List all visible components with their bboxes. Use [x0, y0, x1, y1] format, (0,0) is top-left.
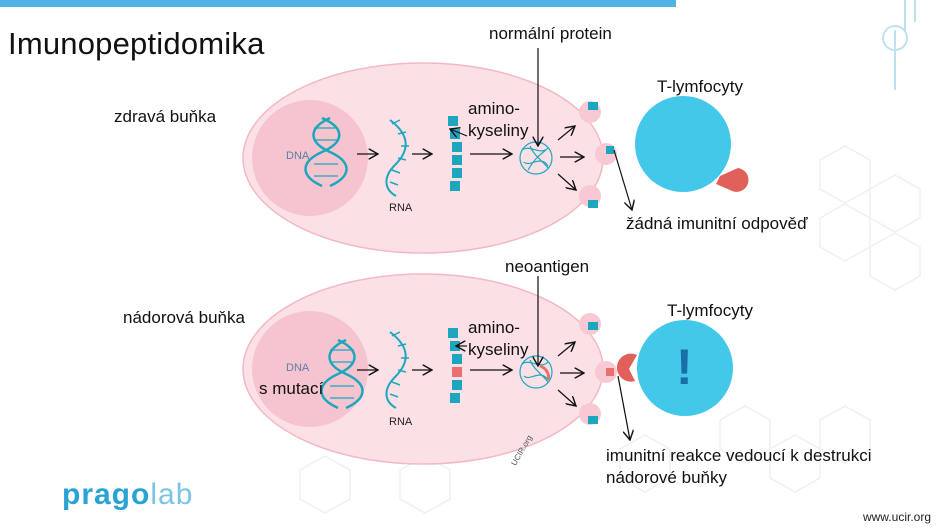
tumor-arrows [357, 276, 630, 440]
corner-logo-mark [882, 0, 916, 90]
healthy-arrows [357, 48, 632, 210]
page-title: Imunopeptidomika [8, 26, 265, 61]
tumor-t-cell [616, 320, 733, 416]
healthy-dna-label: DNA [286, 150, 310, 162]
immune-reaction-label-1: imunitní reakce vedoucí k destrukci [606, 446, 872, 465]
tumor-t-cell-label: T-lymfocyty [667, 301, 753, 320]
tumor-rna-label: RNA [389, 416, 413, 428]
healthy-rna-label: RNA [389, 202, 413, 214]
healthy-rna-strand [385, 119, 409, 197]
healthy-amino-label-1: amino- [468, 99, 520, 118]
no-immune-response-label: žádná imunitní odpověď [626, 214, 808, 233]
tumor-cell-label: nádorová buňka [123, 308, 245, 327]
normal-protein-label: normální protein [489, 24, 612, 43]
immune-reaction-label-2: nádorové buňky [606, 468, 727, 487]
tumor-dna-helix [320, 338, 364, 410]
healthy-t-cell [635, 96, 749, 192]
mutation-label: s mutací [259, 379, 324, 398]
healthy-cell-label: zdravá buňka [114, 107, 217, 126]
top-accent-bar [0, 0, 676, 7]
tumor-rna-strand [385, 331, 409, 409]
tumor-amino-label-1: amino- [468, 318, 520, 337]
neoantigen-label: neoantigen [505, 257, 590, 276]
healthy-t-cell-label: T-lymfocyty [657, 77, 743, 96]
footer-url: www.ucir.org [862, 510, 931, 524]
alert-exclamation-icon: ! [676, 339, 693, 395]
tumor-dna-label: DNA [286, 362, 310, 374]
healthy-amino-label-2: kyseliny [468, 121, 529, 140]
pragolab-logo: pragolab [62, 478, 194, 511]
healthy-dna-helix [304, 116, 348, 188]
tumor-amino-label-2: kyseliny [468, 340, 529, 359]
